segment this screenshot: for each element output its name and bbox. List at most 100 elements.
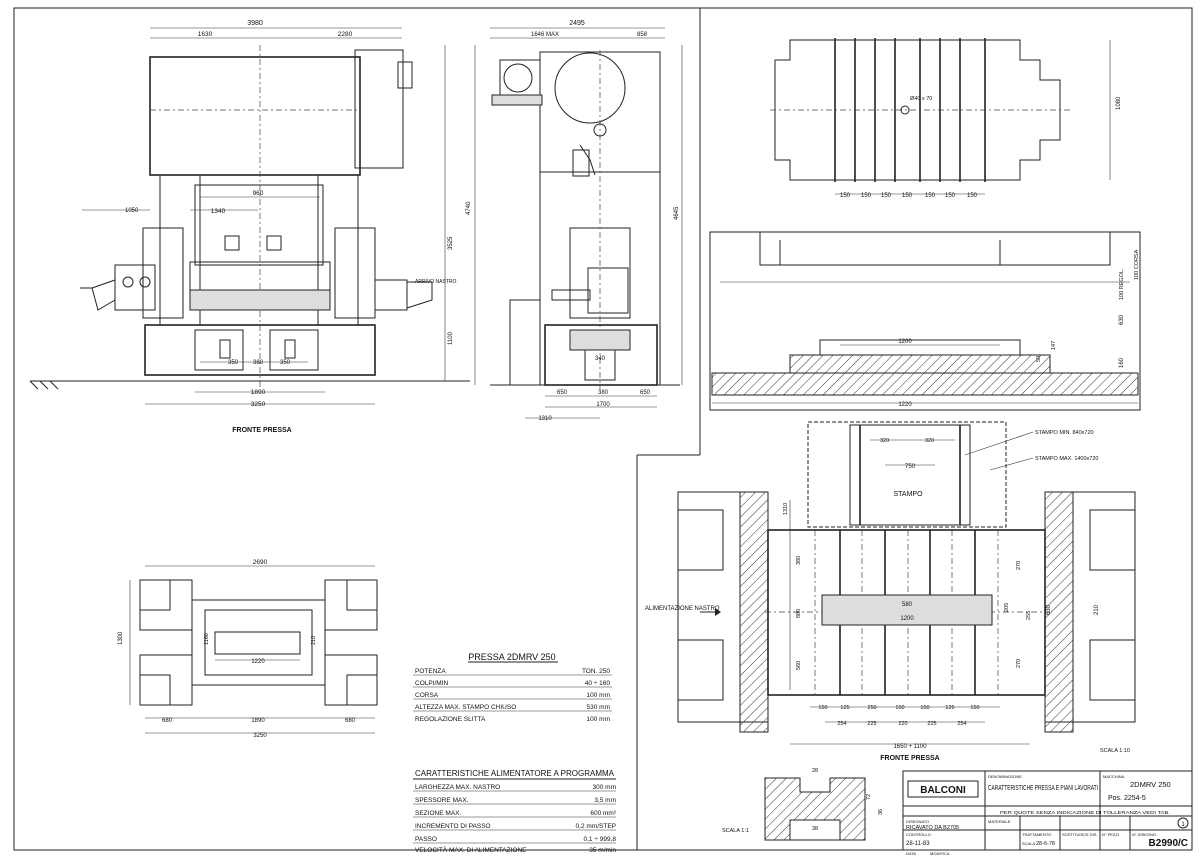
svg-text:210: 210 <box>311 636 317 645</box>
svg-text:150: 150 <box>881 193 892 199</box>
svg-text:960: 960 <box>253 190 264 197</box>
svg-text:205: 205 <box>1004 603 1010 612</box>
svg-text:DISEGNATO: DISEGNATO <box>906 819 929 824</box>
stampo-max-label: STAMPO MAX. 1400x720 <box>1035 456 1098 462</box>
svg-text:380: 380 <box>253 360 264 366</box>
svg-text:VELOCITÀ MAX. DI ALIMENTAZIONE: VELOCITÀ MAX. DI ALIMENTAZIONE <box>415 845 527 854</box>
svg-text:MACCHINA: MACCHINA <box>1103 774 1125 779</box>
derived-from: RICAVATO DA B2705 <box>906 825 959 831</box>
svg-text:380: 380 <box>796 556 802 565</box>
svg-text:250: 250 <box>867 705 876 711</box>
svg-text:1646 MAX: 1646 MAX <box>531 32 559 38</box>
svg-text:28: 28 <box>812 768 818 774</box>
stampo-min-label: STAMPO MIN. 840x720 <box>1035 430 1094 436</box>
svg-text:1200: 1200 <box>898 339 912 345</box>
svg-text:MATERIALE: MATERIALE <box>988 819 1011 824</box>
svg-text:225: 225 <box>867 721 876 727</box>
front-top-right: 2280 <box>338 31 353 38</box>
svg-text:270: 270 <box>1016 561 1022 570</box>
svg-text:36: 36 <box>878 809 884 815</box>
svg-text:100 CORSA: 100 CORSA <box>1134 249 1140 280</box>
svg-text:PASSO: PASSO <box>415 836 437 843</box>
svg-text:160: 160 <box>1119 357 1125 368</box>
svg-text:SOSTITUISCE DIS.: SOSTITUISCE DIS. <box>1062 832 1098 837</box>
svg-text:150: 150 <box>895 705 904 711</box>
svg-text:72: 72 <box>866 794 872 800</box>
front-overall-width: 3980 <box>247 20 263 27</box>
svg-text:150: 150 <box>861 193 872 199</box>
detail-scale: SCALA 1:1 <box>722 828 749 834</box>
brand-logo: BALCONI <box>920 785 966 796</box>
svg-text:3525: 3525 <box>448 236 454 250</box>
feed-label-front: ARRIVO NASTRO <box>415 279 457 285</box>
svg-text:350: 350 <box>280 360 291 366</box>
svg-text:150: 150 <box>967 193 978 199</box>
svg-text:0,2 mm/STEP: 0,2 mm/STEP <box>576 823 616 830</box>
svg-text:N° PEZZI: N° PEZZI <box>1102 832 1119 837</box>
front-view: 3980 1630 2280 960 1340 ARRIVO NASTRO <box>29 20 470 434</box>
svg-text:35 m/min: 35 m/min <box>589 847 616 854</box>
svg-text:680: 680 <box>162 718 173 724</box>
svg-text:4740: 4740 <box>466 201 472 215</box>
svg-text:1650 + 1100: 1650 + 1100 <box>893 744 927 750</box>
svg-text:50: 50 <box>1036 356 1042 362</box>
svg-text:254: 254 <box>837 721 846 727</box>
feeder-table: CARATTERISTICHE ALIMENTATORE A PROGRAMMA… <box>413 769 617 854</box>
plan-top: Ø40 x 70 150 150 150 150 150 150 150 108… <box>770 38 1122 199</box>
drawing-date: 28-11-83 <box>906 841 930 847</box>
svg-text:340: 340 <box>595 356 606 362</box>
foundation-plan: 2690 1300 1160 1220 210 680 1890 680 325… <box>118 559 378 739</box>
svg-text:1220: 1220 <box>898 402 912 408</box>
sheet-border <box>13 7 1193 851</box>
svg-text:3250: 3250 <box>251 401 266 408</box>
svg-text:3,5 mm: 3,5 mm <box>594 797 616 804</box>
svg-text:1200: 1200 <box>900 616 914 622</box>
side-view: 2495 1646 MAX 858 340 650 380 650 1700 <box>466 20 683 422</box>
svg-text:125: 125 <box>840 705 849 711</box>
svg-text:N° DISEGNO: N° DISEGNO <box>1132 832 1156 837</box>
svg-text:SCALA: SCALA <box>1022 841 1035 846</box>
svg-text:1050: 1050 <box>125 208 139 214</box>
front-top-left: 1630 <box>198 31 213 38</box>
position-number: Pos. 2254-5 <box>1108 795 1146 802</box>
svg-text:DATA: DATA <box>906 851 916 856</box>
svg-text:150: 150 <box>818 705 827 711</box>
svg-text:380: 380 <box>598 390 609 396</box>
svg-text:125: 125 <box>945 705 954 711</box>
section-view: 1200 1220 100 CORSA 100 REGOL. 630 160 5… <box>709 231 1141 411</box>
svg-text:150: 150 <box>920 705 929 711</box>
svg-text:Ø40 x 70: Ø40 x 70 <box>910 96 932 102</box>
svg-text:350: 350 <box>228 360 239 366</box>
title-block: BALCONI DENOMINAZIONE CARATTERISTICHE PR… <box>902 770 1193 856</box>
svg-text:100 REGOL.: 100 REGOL. <box>1119 268 1125 300</box>
svg-text:1890: 1890 <box>251 718 265 724</box>
svg-text:858: 858 <box>637 32 648 38</box>
press-table-rows: POTENZA TON. 250 COLPI/MIN 40 ÷ 160 CORS… <box>413 668 612 723</box>
feed-label-plan: ALIMENTAZIONE NASTRO <box>645 606 720 612</box>
svg-text:150: 150 <box>925 193 936 199</box>
svg-text:REGOLAZIONE SLITTA: REGOLAZIONE SLITTA <box>415 716 486 723</box>
svg-text:650: 650 <box>640 390 651 396</box>
svg-text:PER QUOTE SENZA INDICAZIONE DI: PER QUOTE SENZA INDICAZIONE DI TOLLERANZ… <box>1000 810 1170 815</box>
svg-text:1700: 1700 <box>596 402 610 408</box>
svg-text:150: 150 <box>970 705 979 711</box>
slot-detail: 28 72 36 38 SCALA 1:1 <box>722 768 884 841</box>
svg-text:560: 560 <box>796 661 802 670</box>
svg-text:TRATTAMENTO: TRATTAMENTO <box>1022 832 1051 837</box>
svg-text:300 mm: 300 mm <box>593 784 616 791</box>
press-table: PRESSA 2DMRV 250 POTENZA TON. 250 COLPI/… <box>413 652 612 723</box>
svg-text:750: 750 <box>905 464 916 470</box>
sheet-number: 1 <box>1181 822 1185 828</box>
svg-text:COLPI/MIN: COLPI/MIN <box>415 680 449 687</box>
svg-text:880: 880 <box>796 609 802 618</box>
front-view-caption: FRONTE PRESSA <box>232 427 292 434</box>
svg-text:1340: 1340 <box>211 208 226 215</box>
svg-text:CONTROLLO: CONTROLLO <box>906 832 931 837</box>
svg-text:3250: 3250 <box>253 733 267 739</box>
svg-text:SEZIONE MAX.: SEZIONE MAX. <box>415 810 461 817</box>
svg-text:254: 254 <box>957 721 966 727</box>
svg-text:147: 147 <box>1051 341 1057 350</box>
die-plan: 320 320 750 STAMPO STAMPO MIN. 840x720 S… <box>645 421 1136 762</box>
svg-text:220: 220 <box>898 721 907 727</box>
